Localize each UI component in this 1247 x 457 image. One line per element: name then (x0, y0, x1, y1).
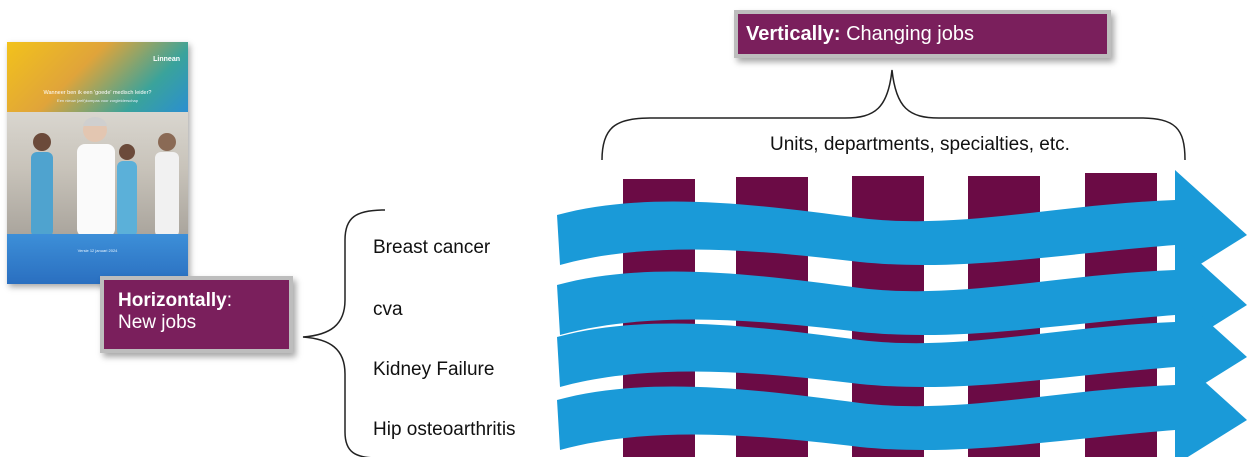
units-label: Units, departments, specialties, etc. (770, 134, 1070, 156)
cover-header: Linnean Wanneer ben ik een 'goede' medis… (7, 42, 188, 112)
cover-date: Versie 12 januari 2024 (7, 248, 188, 253)
horizontal-label-bold: Horizontally (118, 290, 227, 311)
row-label-breast-cancer: Breast cancer (373, 237, 490, 259)
cover-brand: Linnean (153, 56, 180, 63)
vertical-label-bold: Vertically: (746, 23, 841, 45)
horizontal-label-box: Horizontally: New jobs (100, 276, 293, 353)
cover-photo (7, 112, 188, 237)
vertical-label-text: Changing jobs (841, 23, 974, 45)
cover-subtitle: Een nieuw (zelf)kompas voor zorgleidersc… (7, 98, 188, 103)
cover-title: Wanneer ben ik een 'goede' medisch leide… (7, 90, 188, 96)
row-label-hip-osteoarthritis: Hip osteoarthritis (373, 419, 516, 441)
horizontal-label-text: New jobs (118, 312, 289, 334)
horizontal-label-colon: : (227, 290, 232, 311)
row-label-cva: cva (373, 299, 403, 321)
cover-people-illustration (7, 112, 188, 237)
row-label-kidney-failure: Kidney Failure (373, 359, 494, 381)
report-cover-image: Linnean Wanneer ben ik een 'goede' medis… (7, 42, 188, 284)
vertical-label-box: Vertically: Changing jobs (734, 10, 1111, 58)
